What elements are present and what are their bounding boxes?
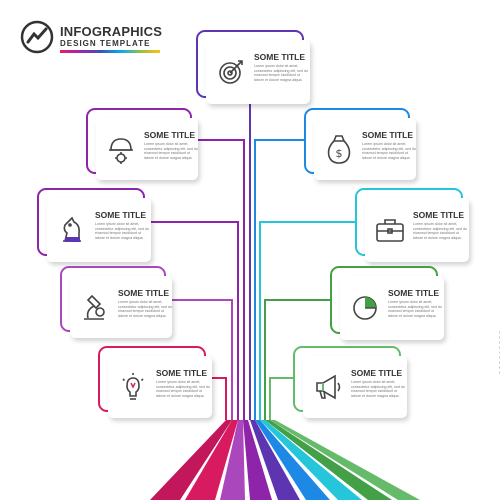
card-7: SOME TITLE Lorem ipsum dolor sit amet, c… — [330, 266, 444, 340]
logo-mark-icon — [20, 20, 54, 54]
card-text: Lorem ipsum dolor sit amet, consectetur … — [351, 380, 405, 398]
logo-title: INFOGRAPHICS — [60, 24, 163, 39]
briefcase-icon — [373, 213, 407, 247]
card-text: Lorem ipsum dolor sit amet, consectetur … — [413, 222, 467, 240]
card-4: SOME TITLE Lorem ipsum dolor sit amet, c… — [37, 188, 151, 262]
brand-logo: INFOGRAPHICS DESIGN TEMPLATE — [20, 20, 163, 56]
lightbulb-icon — [116, 370, 150, 404]
card-text: Lorem ipsum dolor sit amet, consectetur … — [95, 222, 149, 240]
card-1: SOME TITLE Lorem ipsum dolor sit amet, c… — [196, 30, 310, 104]
card-text: Lorem ipsum dolor sit amet, consectetur … — [156, 380, 210, 398]
card-text: Lorem ipsum dolor sit amet, consectetur … — [254, 64, 308, 82]
card-panel: SOME TITLE Lorem ipsum dolor sit amet, c… — [365, 198, 469, 262]
card-text: Lorem ipsum dolor sit amet, consectetur … — [144, 142, 198, 160]
helmet-gear-icon — [104, 132, 138, 166]
card-title: SOME TITLE — [144, 130, 195, 140]
card-6: SOME TITLE Lorem ipsum dolor sit amet, c… — [60, 266, 172, 338]
card-title: SOME TITLE — [95, 210, 146, 220]
card-panel: SOME TITLE Lorem ipsum dolor sit amet, c… — [108, 356, 212, 418]
card-title: SOME TITLE — [351, 368, 402, 378]
card-text: Lorem ipsum dolor sit amet, consectetur … — [362, 142, 416, 160]
card-5: SOME TITLE Lorem ipsum dolor sit amet, c… — [355, 188, 469, 262]
card-title: SOME TITLE — [388, 288, 439, 298]
card-panel: $ SOME TITLE Lorem ipsum dolor sit amet,… — [314, 118, 416, 180]
card-panel: SOME TITLE Lorem ipsum dolor sit amet, c… — [70, 276, 172, 338]
card-panel: SOME TITLE Lorem ipsum dolor sit amet, c… — [47, 198, 151, 262]
money-bag-icon: $ — [322, 132, 356, 166]
card-8: SOME TITLE Lorem ipsum dolor sit amet, c… — [98, 346, 212, 418]
fan-stripes — [150, 420, 420, 500]
card-2: SOME TITLE Lorem ipsum dolor sit amet, c… — [86, 108, 198, 180]
logo-subtitle: DESIGN TEMPLATE — [60, 39, 151, 48]
logo-gradient-bar — [60, 50, 160, 53]
megaphone-icon — [311, 370, 345, 404]
svg-text:$: $ — [336, 147, 343, 160]
card-title: SOME TITLE — [413, 210, 464, 220]
target-icon — [214, 55, 248, 89]
pie-chart-icon — [348, 291, 382, 325]
card-title: SOME TITLE — [156, 368, 207, 378]
card-title: SOME TITLE — [362, 130, 413, 140]
card-text: Lorem ipsum dolor sit amet, consectetur … — [118, 300, 172, 318]
card-title: SOME TITLE — [118, 288, 169, 298]
card-9: SOME TITLE Lorem ipsum dolor sit amet, c… — [293, 346, 407, 418]
chess-knight-icon — [55, 213, 89, 247]
card-text: Lorem ipsum dolor sit amet, consectetur … — [388, 300, 442, 318]
microscope-icon — [78, 290, 112, 324]
card-panel: SOME TITLE Lorem ipsum dolor sit amet, c… — [206, 40, 310, 104]
card-panel: SOME TITLE Lorem ipsum dolor sit amet, c… — [96, 118, 198, 180]
card-title: SOME TITLE — [254, 52, 305, 62]
card-panel: SOME TITLE Lorem ipsum dolor sit amet, c… — [340, 276, 444, 340]
card-panel: SOME TITLE Lorem ipsum dolor sit amet, c… — [303, 356, 407, 418]
card-3: $ SOME TITLE Lorem ipsum dolor sit amet,… — [304, 108, 416, 180]
